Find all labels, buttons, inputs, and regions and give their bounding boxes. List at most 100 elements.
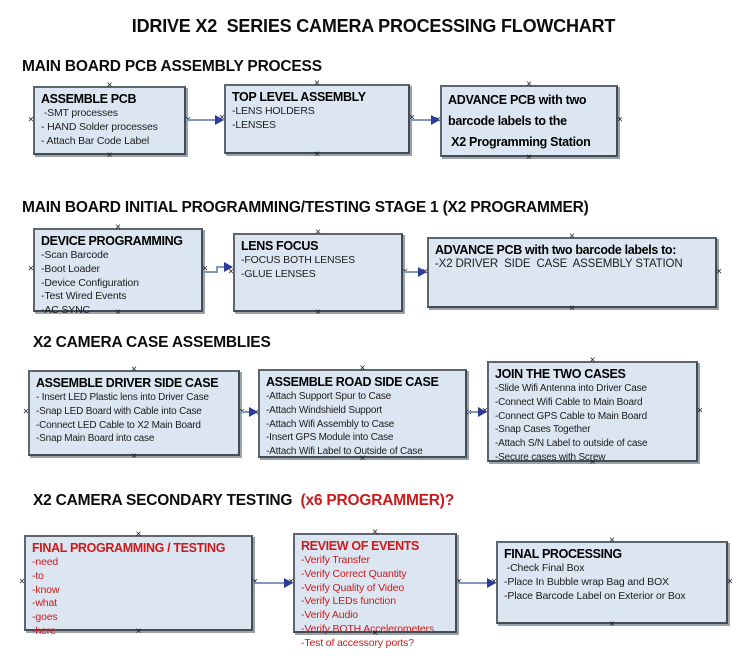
flow-arrow-lensfocus-to-advance — [403, 266, 427, 278]
section-heading-pcb-assembly: MAIN BOARD PCB ASSEMBLY PROCESS — [22, 58, 322, 75]
box-lines: -X2 DRIVER SIDE CASE ASSEMBLY STATION — [435, 258, 711, 272]
flow-box-assemble-pcb: ASSEMBLE PCB -SMT processes- HAND Solder… — [28, 81, 191, 161]
connection-handle-icon: × — [526, 79, 532, 90]
box-line: -Boot Loader — [41, 262, 100, 275]
connection-handle-icon: × — [115, 222, 121, 233]
box-line: -know — [32, 583, 60, 596]
arrow-shaft — [216, 266, 227, 268]
connection-handle-icon: × — [28, 263, 34, 275]
box-line: -Snap Main Board into case — [36, 433, 155, 445]
arrow-shaft — [467, 411, 481, 413]
connection-handle-icon: × — [589, 355, 596, 366]
box-line: -Test of accessory ports? — [301, 636, 414, 649]
box-line: -Attach Wifi Label to Outside of Case — [266, 446, 423, 458]
box-line: -Snap LED Board with Cable into Case — [36, 405, 202, 417]
box-line: -what — [32, 597, 57, 610]
flow-arrow-finalprog-to-review — [253, 577, 293, 589]
flow-arrow-road-to-join — [467, 406, 487, 418]
box-line: -Verify LEDs function — [301, 595, 396, 608]
box-line: -Place In Bubble wrap Bag and BOX — [504, 575, 669, 588]
flow-box-final-processing: FINAL PROCESSING -Check Final Box-Place … — [491, 536, 733, 630]
box-lines: - Insert LED Plastic lens into Driver Ca… — [36, 391, 234, 446]
connection-handle-icon: × — [106, 150, 113, 161]
box-line: -Attach S/N Label to outside of case — [495, 438, 648, 450]
box-title: ADVANCE PCB with two barcode labels to: — [435, 243, 677, 257]
page-title: IDRIVE X2 SERIES CAMERA PROCESSING FLOWC… — [131, 16, 616, 36]
heading-black-part: X2 CAMERA SECONDARY TESTING — [33, 492, 301, 509]
arrow-shaft — [240, 411, 252, 413]
box-line: -Verify BOTH Accelerometers — [301, 622, 435, 635]
box-title: FINAL PROGRAMMING / TESTING — [32, 541, 226, 555]
flow-box-top-level-assembly: TOP LEVEL ASSEMBLY -LENS HOLDERS-LENSES … — [219, 79, 415, 160]
arrowhead-icon — [284, 578, 293, 588]
box-title: TOP LEVEL ASSEMBLY — [232, 90, 366, 104]
box-line: -to — [32, 569, 44, 582]
box-line: -Connect LED Cable to X2 Main Board — [36, 419, 201, 431]
flow-arrow-assemble-to-toplevel — [186, 114, 224, 126]
box-lines: -Scan Barcode-Boot Loader-Device Configu… — [41, 249, 197, 318]
box-line: -Verify Correct Quantity — [301, 567, 407, 580]
connection-handle-icon: × — [23, 406, 29, 418]
connection-handle-icon: × — [697, 405, 703, 416]
box-title: REVIEW OF EVENTS — [301, 539, 420, 553]
box-line: -Verify Audio — [301, 609, 358, 622]
arrowhead-icon — [478, 407, 487, 417]
box-line: -Attach Windshield Support — [266, 404, 382, 416]
box-line: -Scan Barcode — [41, 249, 109, 261]
box-title: LENS FOCUS — [241, 239, 319, 253]
box-line: -Insert GPS Module into Case — [266, 432, 394, 444]
arrow-shaft — [203, 271, 218, 273]
box-title: ASSEMBLE ROAD SIDE CASE — [266, 375, 439, 389]
connection-handle-icon: × — [526, 152, 532, 163]
connection-handle-icon: × — [569, 303, 575, 314]
flow-box-advance-pcb-driver-side: ADVANCE PCB with two barcode labels to: … — [422, 232, 722, 314]
connection-handle-icon: × — [569, 231, 575, 242]
connection-handle-icon: × — [609, 619, 615, 630]
box-line: -need — [32, 556, 59, 568]
box-line: -AC SYNC — [41, 304, 90, 317]
box-lines: -SMT processes- HAND Solder processes- A… — [41, 107, 180, 148]
box-line: -LENSES — [232, 118, 276, 131]
box-line: -GLUE LENSES — [241, 267, 316, 280]
box-line: -Device Configuration — [41, 276, 139, 289]
connection-handle-icon: × — [106, 80, 113, 91]
connection-handle-icon: × — [609, 535, 615, 546]
box-title: DEVICE PROGRAMMING — [41, 234, 183, 248]
flow-arrow-review-to-finalproc — [457, 577, 496, 589]
box-title: FINAL PROCESSING — [504, 547, 622, 561]
box-lines: -FOCUS BOTH LENSES-GLUE LENSES — [241, 254, 397, 282]
connection-handle-icon: × — [19, 576, 25, 588]
box-line: - HAND Solder processes — [41, 120, 158, 133]
connection-handle-icon: × — [314, 78, 320, 89]
connection-handle-icon: × — [315, 307, 321, 318]
connection-handle-icon: × — [359, 363, 366, 374]
arrowhead-icon — [215, 115, 224, 125]
flow-box-lens-focus: LENS FOCUS -FOCUS BOTH LENSES-GLUE LENSE… — [228, 228, 408, 318]
connection-handle-icon: × — [372, 527, 378, 538]
flow-box-join-two-cases: JOIN THE TWO CASES -Slide Wifi Antenna i… — [482, 356, 703, 468]
heading-red-part: (x6 PROGRAMMER)? — [300, 492, 455, 509]
box-line: -Connect GPS Cable to Main Board — [495, 410, 648, 422]
box-line: -SMT processes — [41, 107, 118, 119]
flow-box-device-programming: DEVICE PROGRAMMING -Scan Barcode-Boot Lo… — [28, 223, 208, 318]
flow-box-assemble-driver-side-case: ASSEMBLE DRIVER SIDE CASE - Insert LED P… — [23, 365, 245, 462]
arrow-shaft — [410, 119, 434, 121]
box-lines: -need-to-know-what-goes-here — [32, 556, 247, 639]
box-lines: -Check Final Box-Place In Bubble wrap Ba… — [504, 562, 722, 603]
arrow-shaft — [186, 119, 218, 121]
flow-arrow-toplevel-to-advance — [410, 114, 440, 126]
section-heading-secondary-testing: X2 CAMERA SECONDARY TESTING (x6 PROGRAMM… — [33, 492, 454, 510]
section-heading-initial-programming: MAIN BOARD INITIAL PROGRAMMING/TESTING S… — [22, 199, 589, 216]
box-line: -Connect Wifi Cable to Main Board — [495, 396, 643, 408]
arrow-shaft — [253, 582, 287, 584]
box-line: -Snap Cases Together — [495, 424, 591, 436]
flow-arrow-driver-to-road — [240, 406, 258, 418]
box-lines: -Attach Support Spur to Case-Attach Wind… — [266, 390, 461, 459]
arrowhead-icon — [224, 262, 233, 272]
box-line: -here — [32, 624, 56, 637]
box-title: JOIN THE TWO CASES — [495, 367, 626, 381]
arrow-shaft — [457, 582, 490, 584]
